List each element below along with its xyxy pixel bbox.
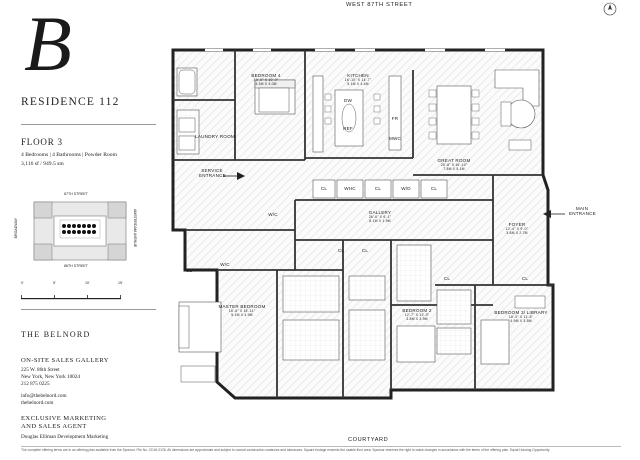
whc-label: WHC: [344, 186, 356, 191]
closet-label: CL: [374, 186, 382, 191]
keyplan-street-right: AMSTERDAM AVENUE: [133, 208, 138, 248]
keyplan-street-left: BROADWAY: [14, 217, 19, 239]
scale-label-10: 10': [85, 281, 90, 285]
wic-label: W/C: [220, 262, 230, 267]
wd-label: W/D: [401, 186, 411, 191]
scale-label-5: 5': [53, 281, 56, 285]
room-master-bedroom: MASTER BEDROOM 16'-6" X 15'-11" 5.1M X 4…: [218, 304, 266, 318]
sales-email[interactable]: info@thebelnord.com: [21, 393, 67, 399]
keyplan-diagram: [33, 201, 127, 261]
room-gallery: GALLERY 26'-6" X 6'-1" 8.1M X 1.9M: [368, 210, 392, 224]
closet-label: CL: [521, 276, 529, 281]
ref-label: REF: [343, 126, 353, 131]
room-bedroom-3-library: BEDROOM 3/ LIBRARY 16'-0" X 11'-6" 4.9M …: [494, 310, 548, 324]
agent-title-2: AND SALES AGENT: [21, 423, 87, 430]
agent-title-1: EXCLUSIVE MARKETING: [21, 415, 107, 422]
scale-label-0: 0': [21, 281, 24, 285]
main-entrance-label: MAIN ENTRANCE: [569, 206, 596, 217]
wic-label: W/C: [268, 212, 278, 217]
rooms-summary: 4 Bedrooms | 4 Bathrooms | Powder Room: [21, 152, 117, 158]
sales-phone: 212 875 0225: [21, 381, 50, 387]
sales-website[interactable]: thebelnord.com: [21, 400, 54, 406]
plan-courtyard-label: COURTYARD: [348, 437, 389, 443]
divider: [21, 124, 156, 125]
closet-label: CL: [361, 248, 369, 253]
service-entrance-label: SERVICE ENTRANCE: [199, 168, 226, 179]
closet-label: CL: [337, 248, 345, 253]
room-bedroom-2: BEDROOM 2 12'-7" X 13'-0" 3.8M X 3.9M: [402, 308, 432, 322]
disclaimer: The complete offering terms are in an of…: [21, 448, 551, 452]
divider: [21, 446, 621, 447]
room-foyer: FOYER 12'-4" X 9'-0" 3.8M X 2.7M: [505, 222, 529, 236]
north-arrow-icon: [603, 2, 617, 16]
keyplan-street-top: 87TH STREET: [64, 192, 88, 196]
residence-title: RESIDENCE 112: [21, 96, 120, 108]
sales-gallery-title: ON-SITE SALES GALLERY: [21, 357, 109, 364]
fr-label: FR: [391, 116, 399, 121]
area-label: 3,116 sf / 949.5 sm: [21, 161, 64, 167]
brand-monogram: B: [24, 0, 72, 87]
keyplan-street-bottom: 86TH STREET: [64, 264, 88, 268]
closet-label: CL: [320, 186, 328, 191]
scale-bar: 0' 5' 10' 15': [21, 281, 126, 301]
scale-label-15: 15': [118, 281, 123, 285]
room-kitchen: KITCHEN 16'-10" X 14'-7" 5.1M X 4.4M: [344, 73, 372, 87]
brand-name: THE BELNORD: [21, 330, 91, 339]
agent-name: Douglas Elliman Development Marketing: [21, 434, 109, 440]
dw-label: DW: [343, 98, 353, 103]
sales-address-2: New York, New York 10024: [21, 374, 80, 380]
room-great-room: GREAT ROOM 25'-8" X 16'-10" 7.8M X 5.1M: [437, 158, 471, 172]
keyplan: 87TH STREET 86TH STREET BROADWAY AMSTERD…: [14, 190, 142, 272]
plan-street-top: WEST 87TH STREET: [346, 2, 413, 8]
room-laundry: LAUNDRY ROOM: [195, 134, 235, 139]
floor-plan: BEDROOM 4 10'-0" X 10'-0" 3.3M X 3.0M KI…: [165, 40, 605, 435]
floor-plan-drawing: [171, 48, 565, 400]
room-bedroom-4: BEDROOM 4 10'-0" X 10'-0" 3.3M X 3.0M: [251, 73, 281, 87]
closet-label: CL: [185, 268, 193, 273]
divider: [21, 309, 156, 310]
mwc-label: MWC: [389, 136, 402, 141]
sales-address-1: 225 W. 86th Street: [21, 367, 60, 373]
closet-label: CL: [430, 186, 438, 191]
closet-label: CL: [443, 276, 451, 281]
floor-label: FLOOR 3: [21, 137, 63, 147]
